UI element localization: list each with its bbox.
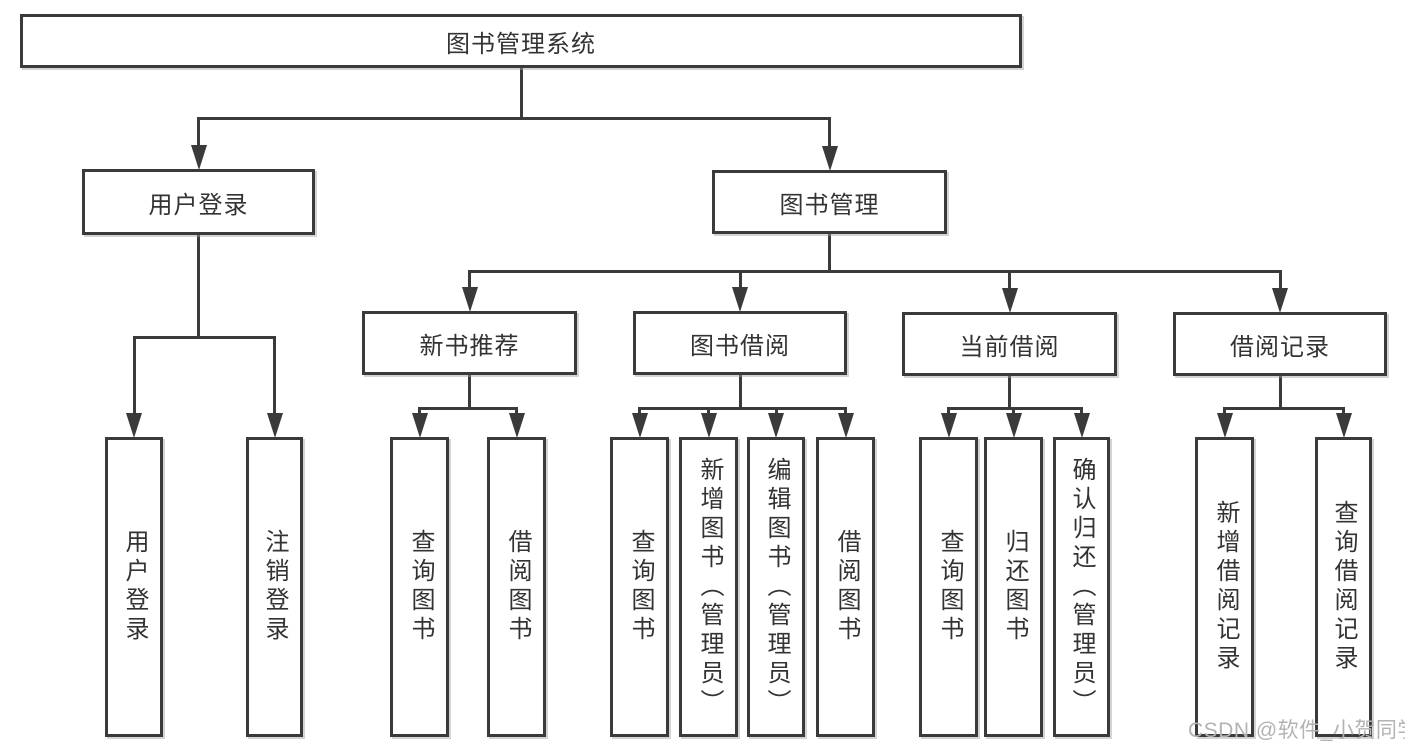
node-borrow-records: 借阅记录 [1173,312,1387,376]
arrowhead-icon [461,287,478,312]
connector-drop [197,117,200,150]
arrowhead-icon [1001,288,1018,313]
arrowhead-icon [631,413,648,438]
arrowhead-icon [700,413,717,438]
connector-stem [519,68,523,120]
connector-drop [738,270,742,292]
node-book-borrow: 图书借阅 [633,311,847,375]
connector-stem [197,235,200,339]
arrowhead-icon [190,145,207,170]
connector-stem [468,375,471,410]
arrowhead-icon [1216,413,1233,438]
connector-drop [638,407,641,418]
connector-drop [1008,270,1011,293]
node-root: 图书管理系统 [20,14,1022,68]
arrowhead-icon [1272,288,1288,313]
connector-stem [738,375,742,410]
node-nbr-borrow-book: 借阅图书 [487,437,546,737]
connector-drop [828,117,831,151]
connector-rail [197,117,831,120]
connector-drop [273,336,276,418]
connector-drop [1342,407,1345,418]
connector-stem [1008,376,1011,410]
connector-stem [1278,376,1282,410]
arrowhead-icon [1335,413,1352,438]
connector-drop [418,407,421,418]
node-bb-add-book: 新增图书（管理员） [679,437,738,737]
connector-rail [132,336,276,339]
node-nbr-query-book: 查询图书 [390,437,449,737]
connector-drop [844,407,847,418]
arrowhead-icon [508,413,525,438]
node-br-query-record: 查询借阅记录 [1315,437,1372,737]
connector-drop [1012,407,1015,418]
node-cb-confirm-return: 确认归还（管理员） [1053,437,1110,737]
node-bb-query-book: 查询图书 [610,437,669,737]
node-cb-query-book: 查询图书 [919,437,978,737]
arrowhead-icon [821,146,838,171]
connector-drop [132,336,136,418]
node-logout: 注销登录 [246,437,303,737]
node-current-borrow: 当前借阅 [902,312,1117,376]
arrowhead-icon [768,413,784,438]
arrowhead-icon [732,287,748,312]
arrowhead-icon [1005,413,1022,438]
connector-rail [638,407,847,410]
node-login: 用户登录 [105,437,163,737]
connector-rail [418,407,518,410]
connector-drop [1278,270,1282,293]
node-bb-borrow-book: 借阅图书 [816,437,875,737]
node-new-book-rec: 新书推荐 [362,311,577,375]
connector-rail [468,270,1282,273]
connector-rail [1223,407,1345,410]
node-book-mgmt: 图书管理 [712,170,947,234]
connector-stem [828,234,831,273]
node-bb-edit-book: 编辑图书（管理员） [747,437,805,737]
arrowhead-icon [266,413,283,438]
connector-rail [947,407,1083,410]
connector-drop [707,407,710,418]
connector-drop [947,407,950,418]
arrowhead-icon [411,413,428,438]
arrowhead-icon [126,413,142,438]
connector-drop [468,270,471,292]
arrowhead-icon [1073,413,1090,438]
watermark: CSDN @软件_小贺同学 [1188,719,1405,742]
connector-drop [515,407,518,418]
connector-drop [774,407,778,418]
node-cb-return-book: 归还图书 [984,437,1043,737]
arrowhead-icon [940,413,957,438]
arrowhead-icon [837,413,854,438]
node-br-add-record: 新增借阅记录 [1195,437,1254,737]
connector-drop [1080,407,1083,418]
node-user-login: 用户登录 [82,169,315,235]
connector-drop [1223,407,1226,418]
